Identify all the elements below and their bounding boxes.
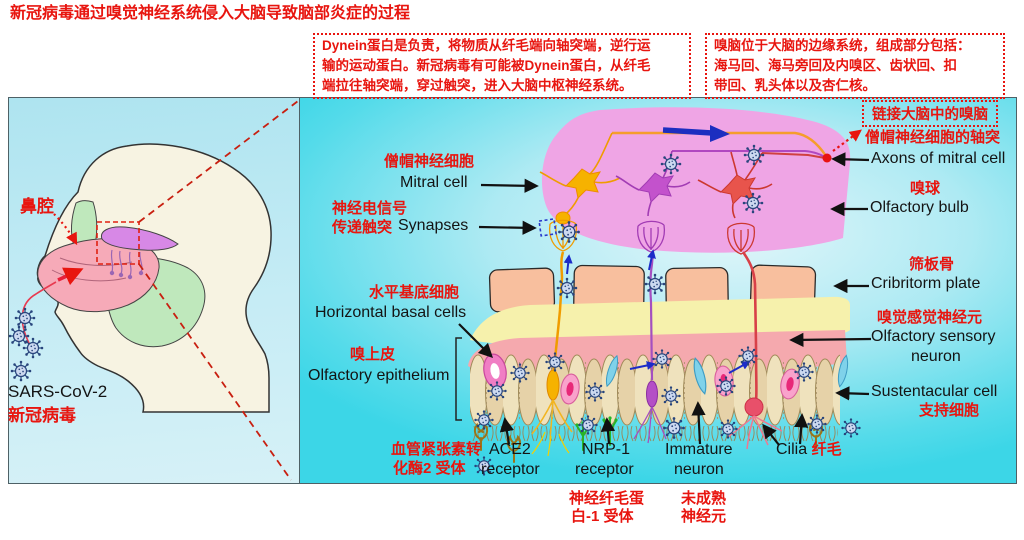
synapse-label-zh1: 神经电信号: [332, 200, 408, 217]
axons-label-en: Axons of mitral cell: [871, 150, 1006, 167]
nrp1-label-en2: receptor: [575, 461, 634, 478]
epithelium-label-zh: 嗅上皮: [350, 346, 396, 363]
immature-label-zh2: 神经元: [681, 508, 727, 525]
dynein-line-1: Dynein蛋白是负责，将物质从纤毛端向轴突端，逆行运: [322, 38, 651, 53]
nrp1-label-zh2: 白-1 受体: [571, 508, 634, 525]
dynein-callout-box: Dynein蛋白是负责，将物质从纤毛端向轴突端，逆行运 输的运动蛋白。新冠病毒有…: [313, 33, 691, 99]
mitral-cell-label-en: Mitral cell: [400, 174, 468, 191]
cilia-label-en: Cilia: [776, 441, 808, 458]
bulb-label-zh: 嗅球: [910, 180, 941, 197]
epithelium-label-en: Olfactory epithelium: [308, 367, 450, 384]
bulb-label-en: Olfactory bulb: [870, 199, 969, 216]
ace2-label-zh1: 血管紧张素转: [391, 441, 482, 458]
nrp1-label-en1: NRP-1: [582, 441, 631, 458]
sustentacular-label-en: Sustentacular cell: [871, 383, 998, 400]
axons-label-zh: 僧帽神经细胞的轴突: [865, 129, 1001, 146]
cribriform-label-en: Cribritorm plate: [871, 275, 981, 292]
ace2-label-zh2: 化酶2 受体: [393, 460, 466, 477]
ace2-label-en2: receptor: [481, 461, 540, 478]
osn-label-zh: 嗅觉感觉神经元: [877, 309, 983, 326]
dynein-line-2: 输的运动蛋白。新冠病毒有可能被Dynein蛋白，从纤毛: [322, 58, 651, 73]
limbic-line-2: 海马回、海马旁回及内嗅区、齿状回、扣: [714, 58, 957, 73]
synapse-label-en: Synapses: [398, 217, 469, 234]
horizontal-basal-label-en: Horizontal basal cells: [315, 304, 467, 321]
nasal-cavity-label: 鼻腔: [20, 197, 54, 216]
sars-cov-2-label-zh: 新冠病毒: [8, 406, 76, 425]
horizontal-basal-label-zh: 水平基底细胞: [369, 284, 460, 301]
head-overview-panel: [8, 97, 300, 484]
sustentacular-label-zh: 支持细胞: [919, 402, 980, 419]
nrp1-label-zh1: 神经纤毛蛋: [569, 490, 645, 507]
mitral-cell-label-zh: 僧帽神经细胞: [384, 153, 475, 170]
cribriform-label-zh: 筛板骨: [909, 256, 955, 273]
sars-cov-2-label: SARS-CoV-2: [8, 382, 108, 401]
cilia-label: Cilia 纤毛: [776, 441, 842, 459]
ace2-label-en1: ACE2: [489, 441, 531, 458]
dynein-line-3: 端拉往轴突端，穿过触突，进入大脑中枢神经系统。: [322, 78, 633, 93]
limbic-line-3: 带回、乳头体以及杏仁核。: [714, 78, 876, 93]
immature-label-en1: Immature: [665, 441, 733, 458]
osn-label-en2: neuron: [911, 348, 961, 365]
osn-label-en1: Olfactory sensory: [871, 328, 996, 345]
link-to-brain-box: 链接大脑中的嗅脑: [862, 100, 998, 127]
cilia-label-zh: 纤毛: [811, 441, 842, 458]
immature-label-en2: neuron: [674, 461, 724, 478]
limbic-line-1: 嗅脑位于大脑的边缘系统，组成部分包括：: [714, 38, 971, 53]
immature-label-zh1: 未成熟: [681, 490, 727, 507]
synapse-label-zh2: 传递触突: [332, 219, 393, 236]
limbic-callout-box: 嗅脑位于大脑的边缘系统，组成部分包括： 海马回、海马旁回及内嗅区、齿状回、扣 带…: [705, 33, 1005, 99]
figure-title: 新冠病毒通过嗅觉神经系统侵入大脑导致脑部炎症的过程: [10, 5, 411, 22]
